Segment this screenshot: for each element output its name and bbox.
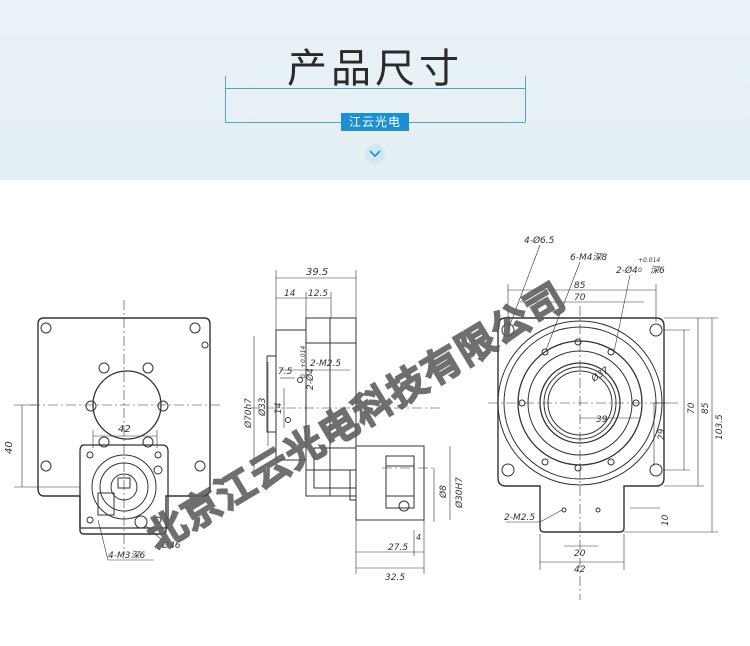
page-title: 产品尺寸 (287, 46, 463, 92)
dim-right-2d4: 2-Ø4 (616, 265, 638, 276)
dimension-drawing: 40 42 Ø46 4-M3深6 39.5 14 12.5 7.5 2-M2.5… (4, 235, 725, 600)
dim-right-85-top: 85 (574, 281, 586, 291)
title-bracket-right (525, 76, 526, 122)
dim-side-d70: Ø70h7 (243, 398, 254, 429)
dim-side-14b: 14 (274, 402, 284, 414)
front-view (14, 300, 220, 561)
dimension-labels: 40 42 Ø46 4-M3深6 39.5 14 12.5 7.5 2-M2.5… (4, 235, 725, 583)
dim-side-d30: Ø30H7 (454, 477, 465, 509)
badge-line-right (409, 122, 525, 123)
dim-right-6m4: 6-M4深8 (570, 252, 607, 263)
right-view (488, 244, 718, 600)
dim-side-tol: +0.014 (300, 346, 307, 368)
dim-right-70: 70 (687, 402, 697, 414)
dim-right-42: 42 (574, 565, 586, 575)
dim-front-40: 40 (4, 441, 15, 454)
side-view (250, 270, 451, 574)
dim-right-depth6: 深6 (650, 265, 665, 276)
dim-side-7-5: 7.5 (278, 367, 293, 377)
brand-badge: 江云光电 (341, 113, 409, 131)
dim-side-12-5: 12.5 (308, 289, 328, 299)
dim-side-4: 4 (416, 533, 421, 542)
dim-side-d8: Ø8 (438, 485, 449, 499)
dim-right-10: 10 (661, 514, 671, 526)
title-underline (225, 88, 525, 89)
dim-side-2d4: 2-Ø4 (305, 368, 316, 390)
dim-right-20: 20 (574, 549, 586, 559)
dim-front-m3: 4-M3深6 (108, 550, 145, 561)
dim-front-42: 42 (118, 424, 131, 435)
dim-side-tol-0: 0 (300, 374, 307, 378)
badge-line-left (225, 122, 341, 123)
dim-right-m2-5: 2-M2.5 (504, 513, 535, 523)
chevron-down-icon[interactable] (365, 144, 385, 164)
dim-right-103-5: 103.5 (715, 414, 725, 440)
dim-side-39-5: 39.5 (306, 267, 328, 278)
dim-front-d46: Ø46 (161, 540, 181, 551)
dim-side-d33: Ø33 (257, 397, 268, 417)
header-banner: 产品尺寸 江云光电 (0, 0, 750, 180)
title-bracket-left (225, 76, 226, 122)
dim-right-4d6-5: 4-Ø6.5 (524, 235, 555, 246)
dim-right-85: 85 (701, 402, 711, 414)
dim-side-14: 14 (284, 289, 296, 299)
dim-side-m2-5: 2-M2.5 (310, 359, 341, 369)
dim-right-29: 29 (657, 428, 667, 440)
dim-right-70-top: 70 (574, 293, 586, 303)
dim-side-27-5: 27.5 (388, 543, 408, 553)
dim-right-39: 39 (596, 415, 608, 425)
dim-side-32-5: 32.5 (385, 573, 405, 583)
dim-right-tol: +0.014 (638, 257, 660, 264)
dim-right-tol-0: 0 (638, 267, 642, 274)
